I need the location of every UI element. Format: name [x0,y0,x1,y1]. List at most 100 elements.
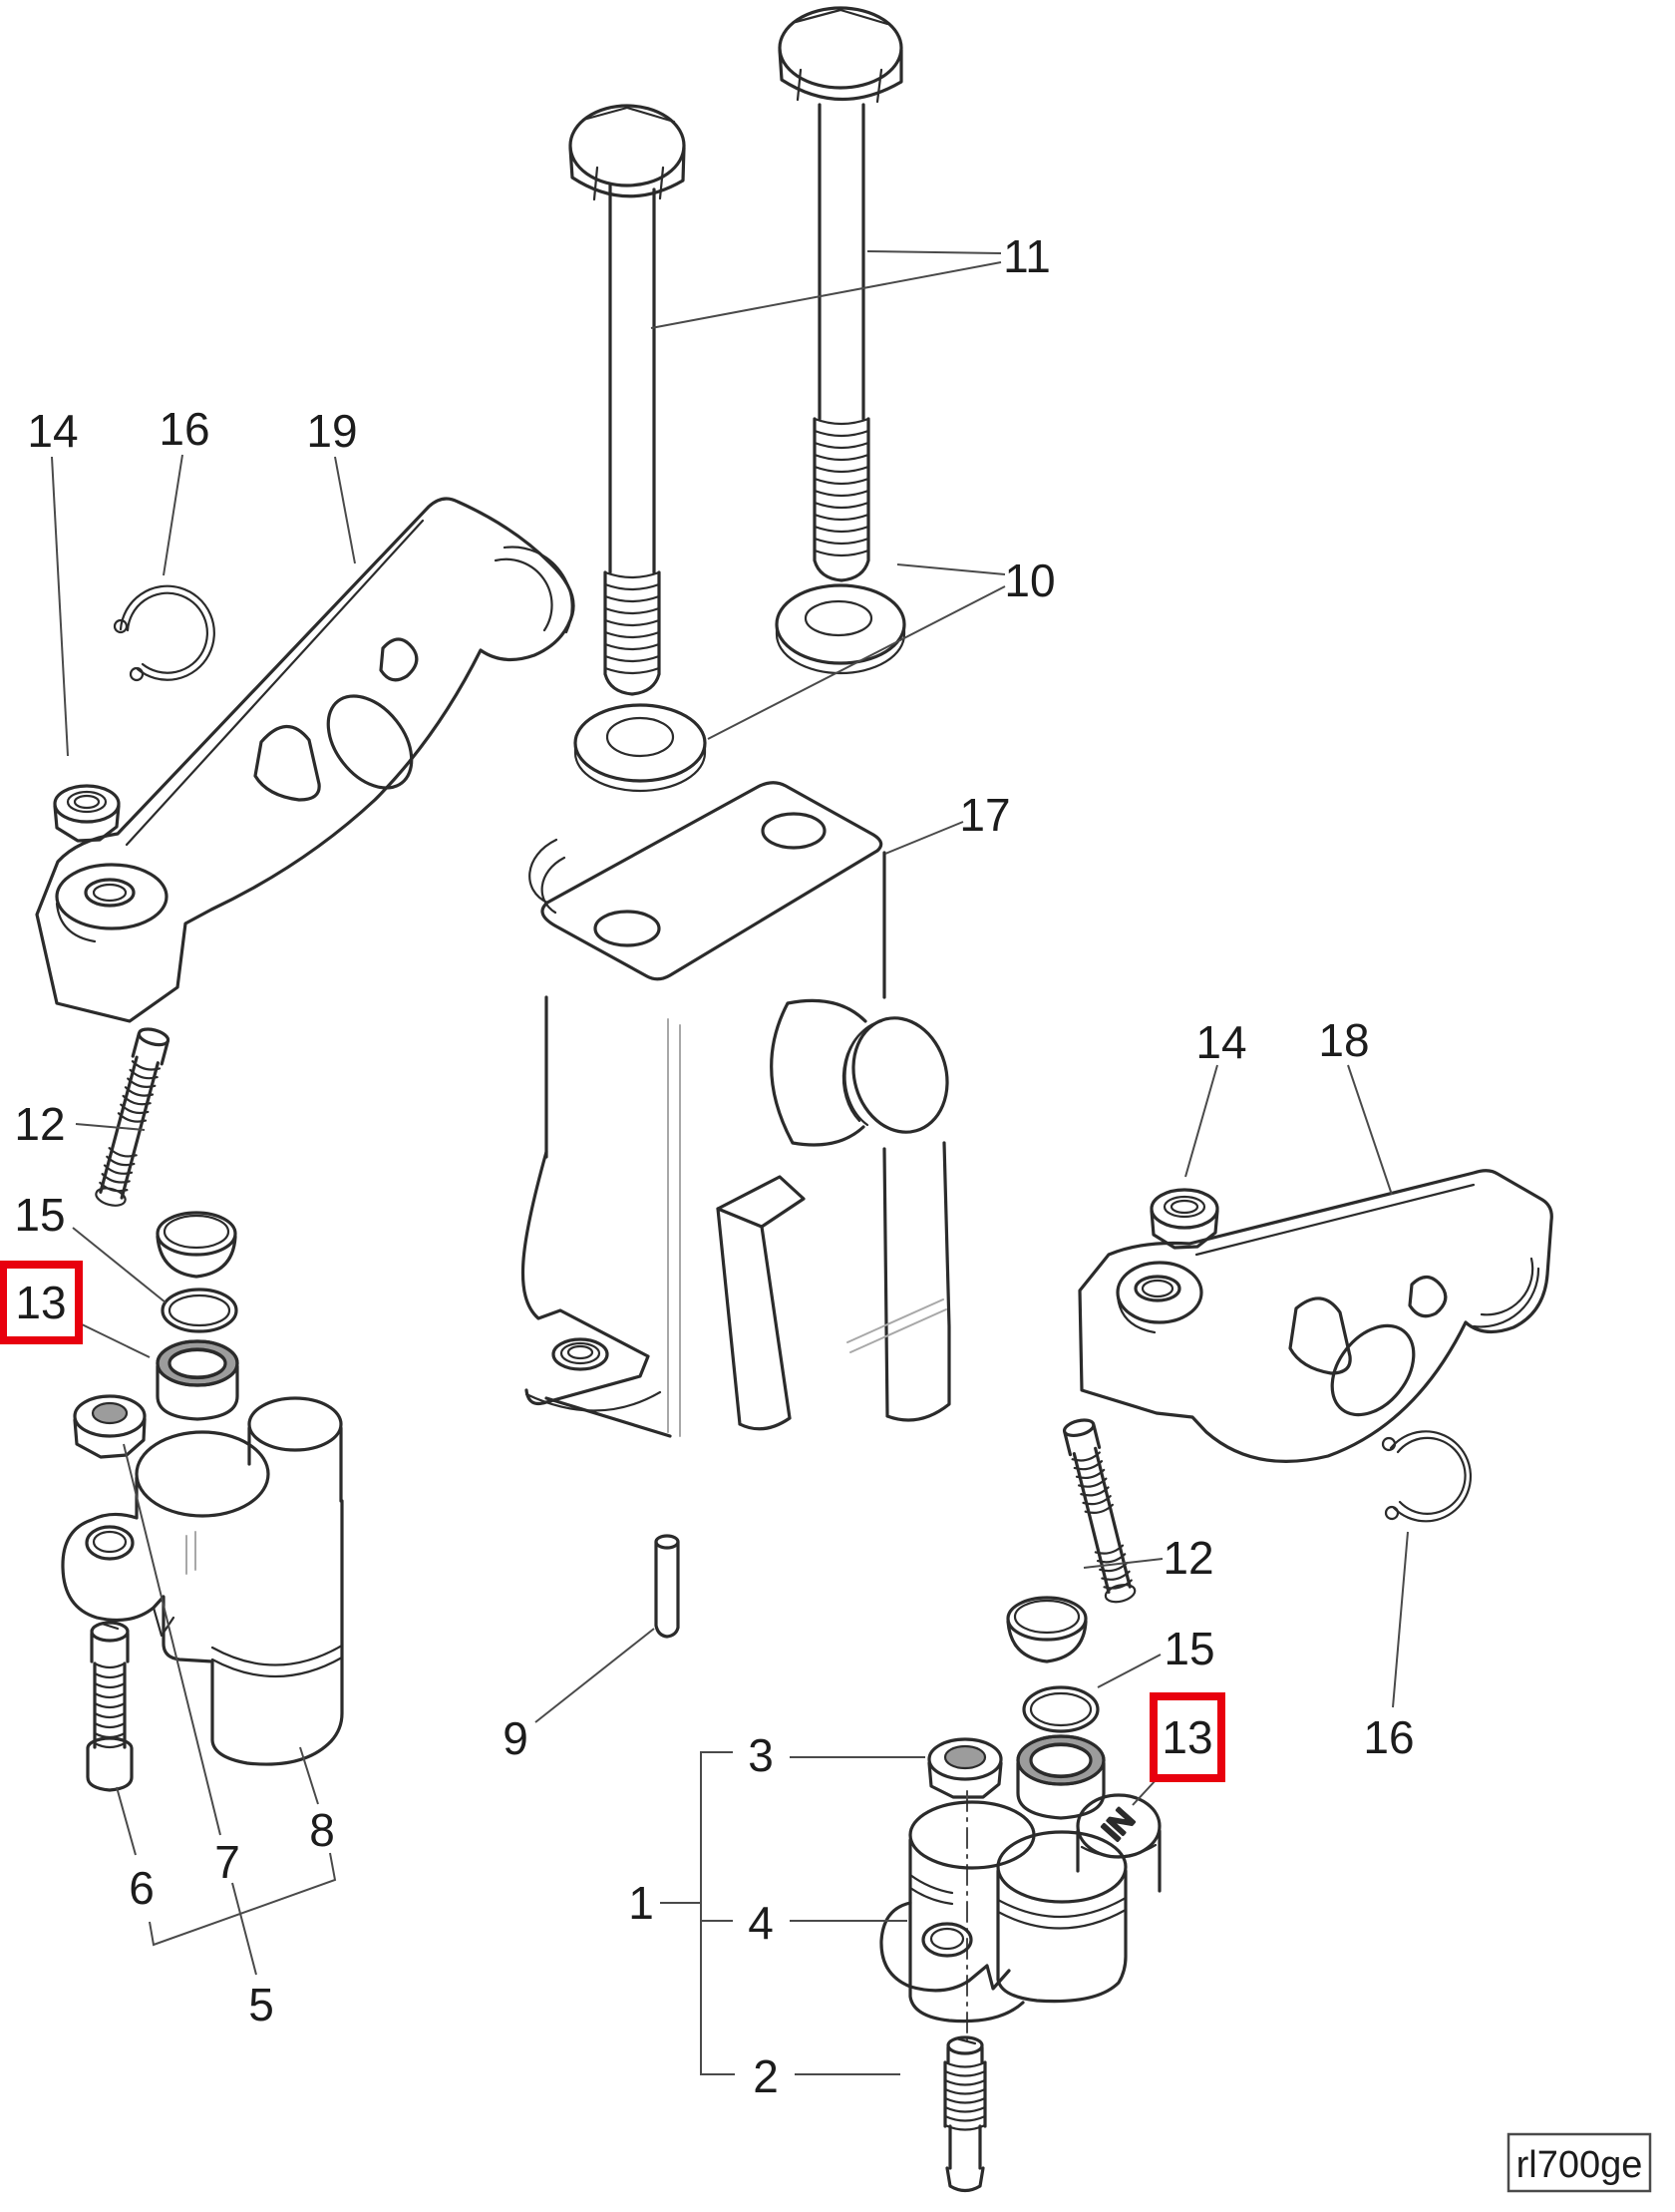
callout-label-bushing-right: 13 [1162,1711,1212,1763]
callout-label-bolt-small-left: 6 [129,1862,155,1914]
callout-bolts: 11 [650,230,1051,329]
callout-label-screw-bottom: 2 [753,2050,779,2102]
bushing-left [156,1339,239,1421]
leader-line [1097,1654,1162,1688]
callout-label-oring-left: 15 [14,1189,65,1241]
callout-label-nut-right: 14 [1195,1016,1246,1068]
callout-nut-right: 14 [1184,1016,1247,1178]
callout-label-oring-right: 15 [1164,1623,1214,1674]
o-ring-left [161,1288,238,1333]
leader-line [707,585,1006,740]
callout-dowel-pin: 9 [502,1628,655,1764]
leader-line [534,1628,655,1723]
leader-line [231,1882,257,1976]
lifter-assembly-bottom: IN [879,1737,1162,2193]
callout-label-rocker-left: 19 [306,405,357,457]
leader-line [896,563,1006,575]
snap-ring-right [1381,1430,1473,1523]
callout-rocker-right: 18 [1318,1014,1393,1196]
callout-label-bushing-left: 13 [15,1277,66,1328]
callout-bushing-left: 13 [0,1261,151,1358]
callout-label-rocker-right: 18 [1318,1014,1369,1066]
callout-bushing-right: 13 [1132,1692,1225,1806]
leader-line [123,1443,221,1836]
callout-screw-right: 12 [1083,1532,1214,1584]
mounting-block [520,781,951,1438]
screw-6-drawing [86,1621,134,1792]
callout-label-bolts: 11 [1003,230,1051,282]
adjusting-screw-right [1006,1418,1137,1663]
hex-nut-right [1150,1188,1219,1250]
o-ring-right [1022,1685,1100,1733]
hex-nut-left [53,784,121,843]
hex-bolt-right [778,6,903,582]
callout-label-screw-right: 12 [1163,1532,1213,1584]
washer-left [573,703,707,793]
callout-nut-left: 14 [27,405,79,757]
lifter-assembly-left [61,1394,344,1792]
callout-label-block: 17 [959,789,1010,841]
leader-line [299,1746,319,1805]
group-1-bracket [700,1751,735,2075]
callout-rocker-left: 19 [306,405,358,564]
screw-2-drawing [943,2035,987,2193]
leader-line [866,250,1002,254]
callout-label-snapring-right: 16 [1363,1711,1414,1763]
leader-line [75,1123,146,1131]
leader-line [163,454,183,576]
in-boss: IN [1076,1793,1162,1893]
rocker-arm-right [1078,1169,1553,1463]
callout-label-nut-left: 14 [27,405,78,457]
callout-bolt-small-left: 6 [116,1786,155,1914]
washer-right [775,583,906,675]
leader-line [1347,1064,1393,1196]
callout-locknut-left: 7 [123,1443,240,1888]
callout-label-assembly-left: 5 [248,1979,274,2030]
rocker-arm-left [35,497,575,1023]
group-5-bracket [149,1852,337,1947]
bushing-right [1016,1734,1106,1820]
adjusting-screw-left [95,1027,237,1279]
highlight-box [1150,1692,1225,1782]
callout-assembly-left: 5 [231,1882,274,2030]
leader-line [72,1227,167,1303]
callout-block: 17 [884,789,1011,855]
callout-snapring-right: 16 [1363,1531,1415,1763]
callout-cylinder-left: 8 [299,1746,335,1856]
callout-label-body-bottom: 4 [748,1897,774,1949]
leader-line [650,261,1002,329]
callout-screw-left: 12 [14,1098,146,1150]
callout-label-locknut-bottom: 3 [748,1729,774,1781]
callout-locknut-bottom: 3 [748,1729,925,1781]
leader-line [1083,1558,1164,1569]
line-art: IN [35,6,1553,2193]
callout-label-locknut-left: 7 [214,1836,240,1888]
leader-line [1132,1778,1158,1806]
callout-label-dowel-pin: 9 [502,1712,528,1764]
callout-label-washers: 10 [1004,554,1055,606]
callout-label-assembly-bottom: 1 [628,1877,654,1929]
callout-label-snapring-left: 16 [159,403,209,455]
highlight-box [0,1261,83,1344]
callout-snapring-left: 16 [159,403,210,576]
callout-washers: 10 [707,554,1056,740]
dowel-pin-drawing [654,1534,680,1639]
locknut-left-drawing [73,1394,147,1459]
callout-oring-right: 15 [1097,1623,1215,1688]
leader-line [1392,1531,1409,1708]
snap-ring-left [113,584,215,682]
leader-line [334,456,356,564]
locknut-bottom-drawing [927,1737,1003,1799]
drawing-code-text: rl700ge [1516,2144,1643,2186]
leader-line [79,1322,151,1358]
callout-label-screw-left: 12 [14,1098,65,1150]
callout-oring-left: 15 [14,1189,167,1303]
hex-bolt-left [568,104,686,696]
callout-screw-bottom: 2 [753,2050,900,2102]
leader-line [51,456,69,757]
drawing-code-box [1507,2132,1652,2193]
drawing-code: rl700ge [1507,2132,1652,2193]
leader-line [884,821,964,855]
